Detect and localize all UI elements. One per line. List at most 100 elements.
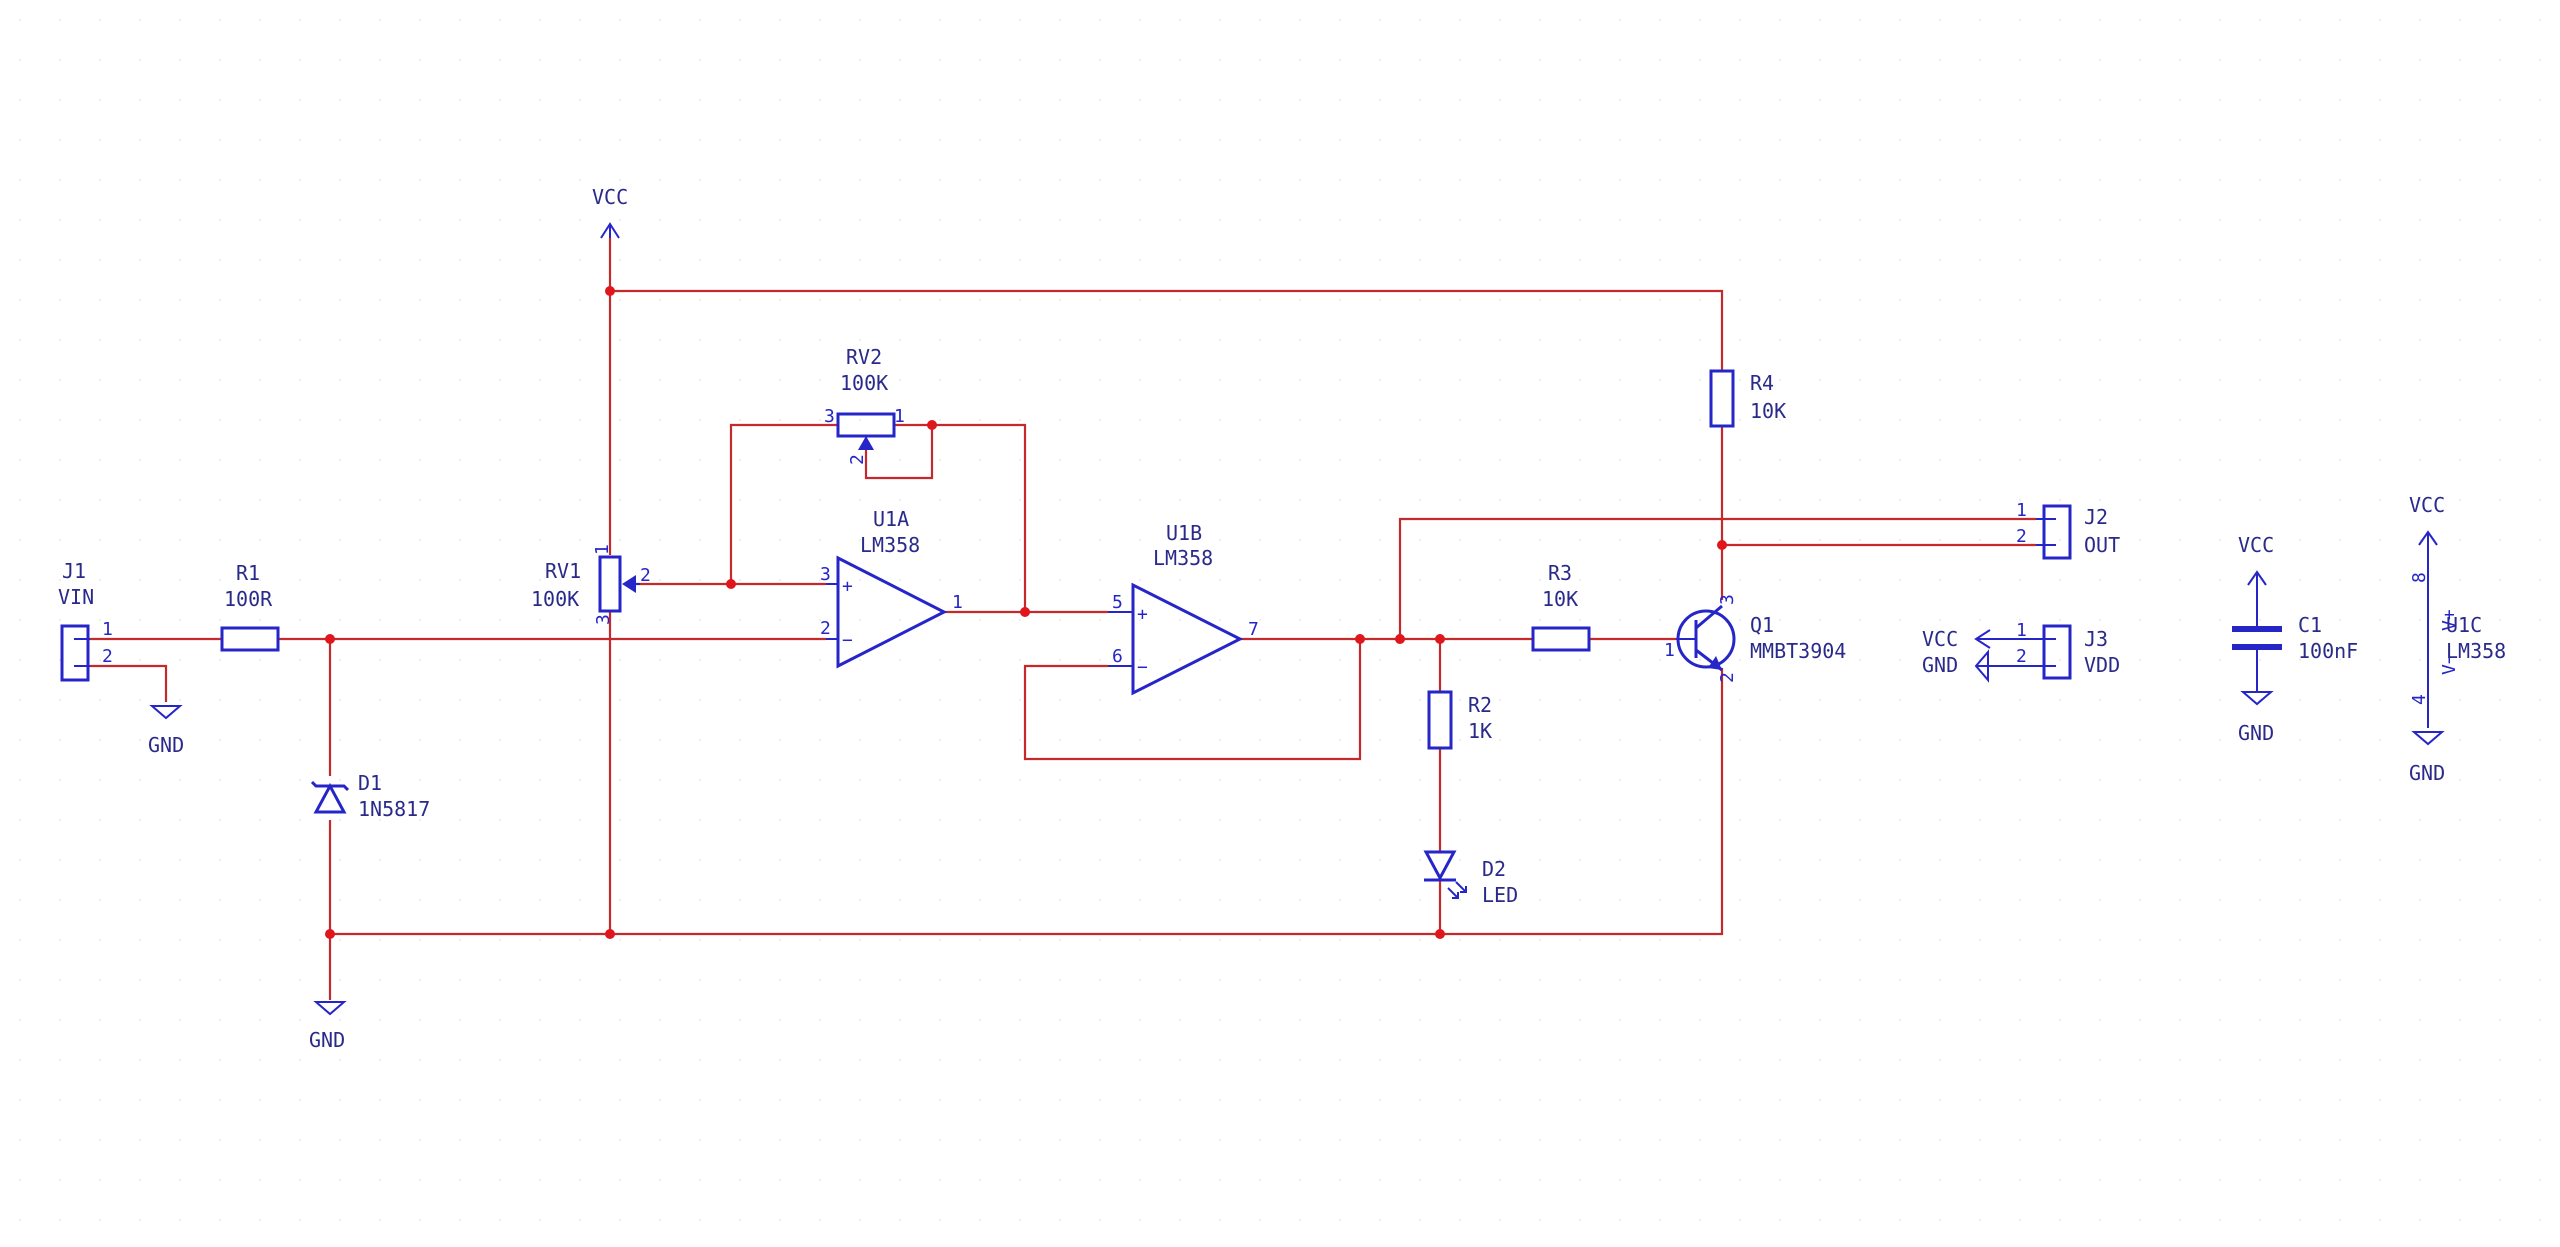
component-ref: U1C xyxy=(2446,613,2482,637)
transistor-q1[interactable]: 1 2 3 Q1 MMBT3904 xyxy=(1664,594,1846,683)
pin-number: 3 xyxy=(593,614,614,625)
light-emission-icon xyxy=(1447,881,1467,899)
component-value: VDD xyxy=(2084,653,2120,677)
power-label: GND xyxy=(309,1028,345,1052)
vminus-label: V− xyxy=(2439,653,2460,675)
connector-j1[interactable]: J1 VIN 1 2 xyxy=(58,559,113,682)
junction xyxy=(605,929,615,939)
wire-vcc-rail[interactable] xyxy=(608,238,1724,372)
component-value: 10K xyxy=(1542,587,1578,611)
component-value: OUT xyxy=(2084,533,2120,557)
component-value: LED xyxy=(1482,883,1518,907)
pin-number: 3 xyxy=(820,564,831,585)
wire-j1-gnd[interactable] xyxy=(90,664,168,702)
vcc-arrow-icon xyxy=(600,222,620,239)
plus-sign: + xyxy=(842,576,853,597)
component-value: 1N5817 xyxy=(358,797,430,821)
component-ref: J1 xyxy=(62,559,86,583)
power-gnd-d1[interactable]: GND xyxy=(309,1001,347,1052)
pin-number: 7 xyxy=(1248,619,1259,640)
pin-number: 5 xyxy=(1112,592,1123,613)
component-value: LM358 xyxy=(860,533,920,557)
component-ref: R1 xyxy=(236,561,260,585)
junction xyxy=(1717,540,1727,550)
gnd-icon xyxy=(313,1001,347,1016)
potentiometer-rv2[interactable]: RV2 100K 3 1 2 xyxy=(824,345,905,465)
component-ref: Q1 xyxy=(1750,613,1774,637)
opamp-u1a[interactable]: + − U1A LM358 3 2 1 xyxy=(820,507,963,669)
component-ref: J2 xyxy=(2084,505,2108,529)
pin-number: 2 xyxy=(640,565,651,586)
power-gnd-j1[interactable]: GND xyxy=(148,705,184,757)
opamp-u1b[interactable]: + − U1B LM358 5 6 7 xyxy=(1108,521,1259,696)
component-value: MMBT3904 xyxy=(1750,639,1846,663)
component-value: 1K xyxy=(1468,719,1492,743)
junction xyxy=(1435,634,1445,644)
diode-d1[interactable]: D1 1N5817 xyxy=(310,771,430,821)
junction xyxy=(726,579,736,589)
component-value: LM358 xyxy=(1153,546,1213,570)
pin-number: 6 xyxy=(1112,646,1123,667)
component-ref: D2 xyxy=(1482,857,1506,881)
wire-rv2-wiper[interactable] xyxy=(864,425,934,480)
component-ref: D1 xyxy=(358,771,382,795)
pin-number: 1 xyxy=(894,406,905,427)
minus-sign: − xyxy=(1137,657,1148,678)
component-value: LM358 xyxy=(2446,639,2506,663)
component-value: 100nF xyxy=(2298,639,2358,663)
pin-number: 1 xyxy=(952,592,963,613)
junction xyxy=(325,929,335,939)
power-label: VCC xyxy=(592,185,628,209)
gnd-icon xyxy=(1974,649,1989,683)
resistor-r4[interactable]: R4 10K xyxy=(1709,369,1786,428)
wire-rv2-right[interactable] xyxy=(894,423,1027,612)
resistor-r1[interactable]: R1 100R xyxy=(220,561,280,652)
power-label: GND xyxy=(1922,653,1958,677)
component-value: 10K xyxy=(1750,399,1786,423)
connector-j2[interactable]: 1 2 J2 OUT xyxy=(2016,500,2120,560)
junction xyxy=(605,286,615,296)
led-d2[interactable]: D2 LED xyxy=(1423,850,1518,907)
connector-j3[interactable]: 1 2 VCC GND J3 VDD xyxy=(1922,620,2120,683)
wire-out-to-j2[interactable] xyxy=(1398,517,2036,639)
plus-sign: + xyxy=(1137,604,1148,625)
vplus-label: V+ xyxy=(2439,609,2460,631)
pin-number: 1 xyxy=(592,544,613,555)
wiper-arrow-icon xyxy=(858,436,874,450)
gnd-icon xyxy=(2411,731,2445,746)
pin-number: 3 xyxy=(1717,594,1738,605)
component-value: VIN xyxy=(58,585,94,609)
pin-number: 2 xyxy=(847,454,868,465)
component-ref: R4 xyxy=(1750,371,1774,395)
component-ref: RV1 xyxy=(545,559,581,583)
power-label: VCC xyxy=(2238,533,2274,557)
wire-rv2-left[interactable] xyxy=(729,423,838,584)
pin-number: 8 xyxy=(2409,572,2430,583)
pin-number: 1 xyxy=(1664,640,1675,661)
pin-number: 2 xyxy=(820,618,831,639)
opamp-power-u1c[interactable]: 8 4 V+ V− VCC GND U1C LM358 xyxy=(2409,493,2506,785)
pin-number: 2 xyxy=(2016,526,2027,547)
component-ref: J3 xyxy=(2084,627,2108,651)
wire-u1b-fb[interactable] xyxy=(1023,639,1362,761)
resistor-r2[interactable]: R2 1K xyxy=(1427,690,1492,750)
component-ref: R3 xyxy=(1548,561,1572,585)
potentiometer-rv1[interactable]: RV1 100K 1 2 3 xyxy=(531,544,651,625)
junction xyxy=(325,634,335,644)
pin-number: 3 xyxy=(824,406,835,427)
power-label: VCC xyxy=(2409,493,2445,517)
component-ref: R2 xyxy=(1468,693,1492,717)
component-ref: U1A xyxy=(873,507,909,531)
power-label: VCC xyxy=(1922,627,1958,651)
power-label: GND xyxy=(148,733,184,757)
component-ref: RV2 xyxy=(846,345,882,369)
resistor-r3[interactable]: R3 10K xyxy=(1531,561,1591,652)
junction xyxy=(927,420,937,430)
capacitor-c1[interactable]: VCC GND C1 100nF xyxy=(2232,533,2358,745)
wire-gnd-rail[interactable] xyxy=(330,668,1724,936)
power-label: GND xyxy=(2409,761,2445,785)
power-vcc-top[interactable]: VCC xyxy=(592,185,628,239)
pin-number: 1 xyxy=(102,619,113,640)
